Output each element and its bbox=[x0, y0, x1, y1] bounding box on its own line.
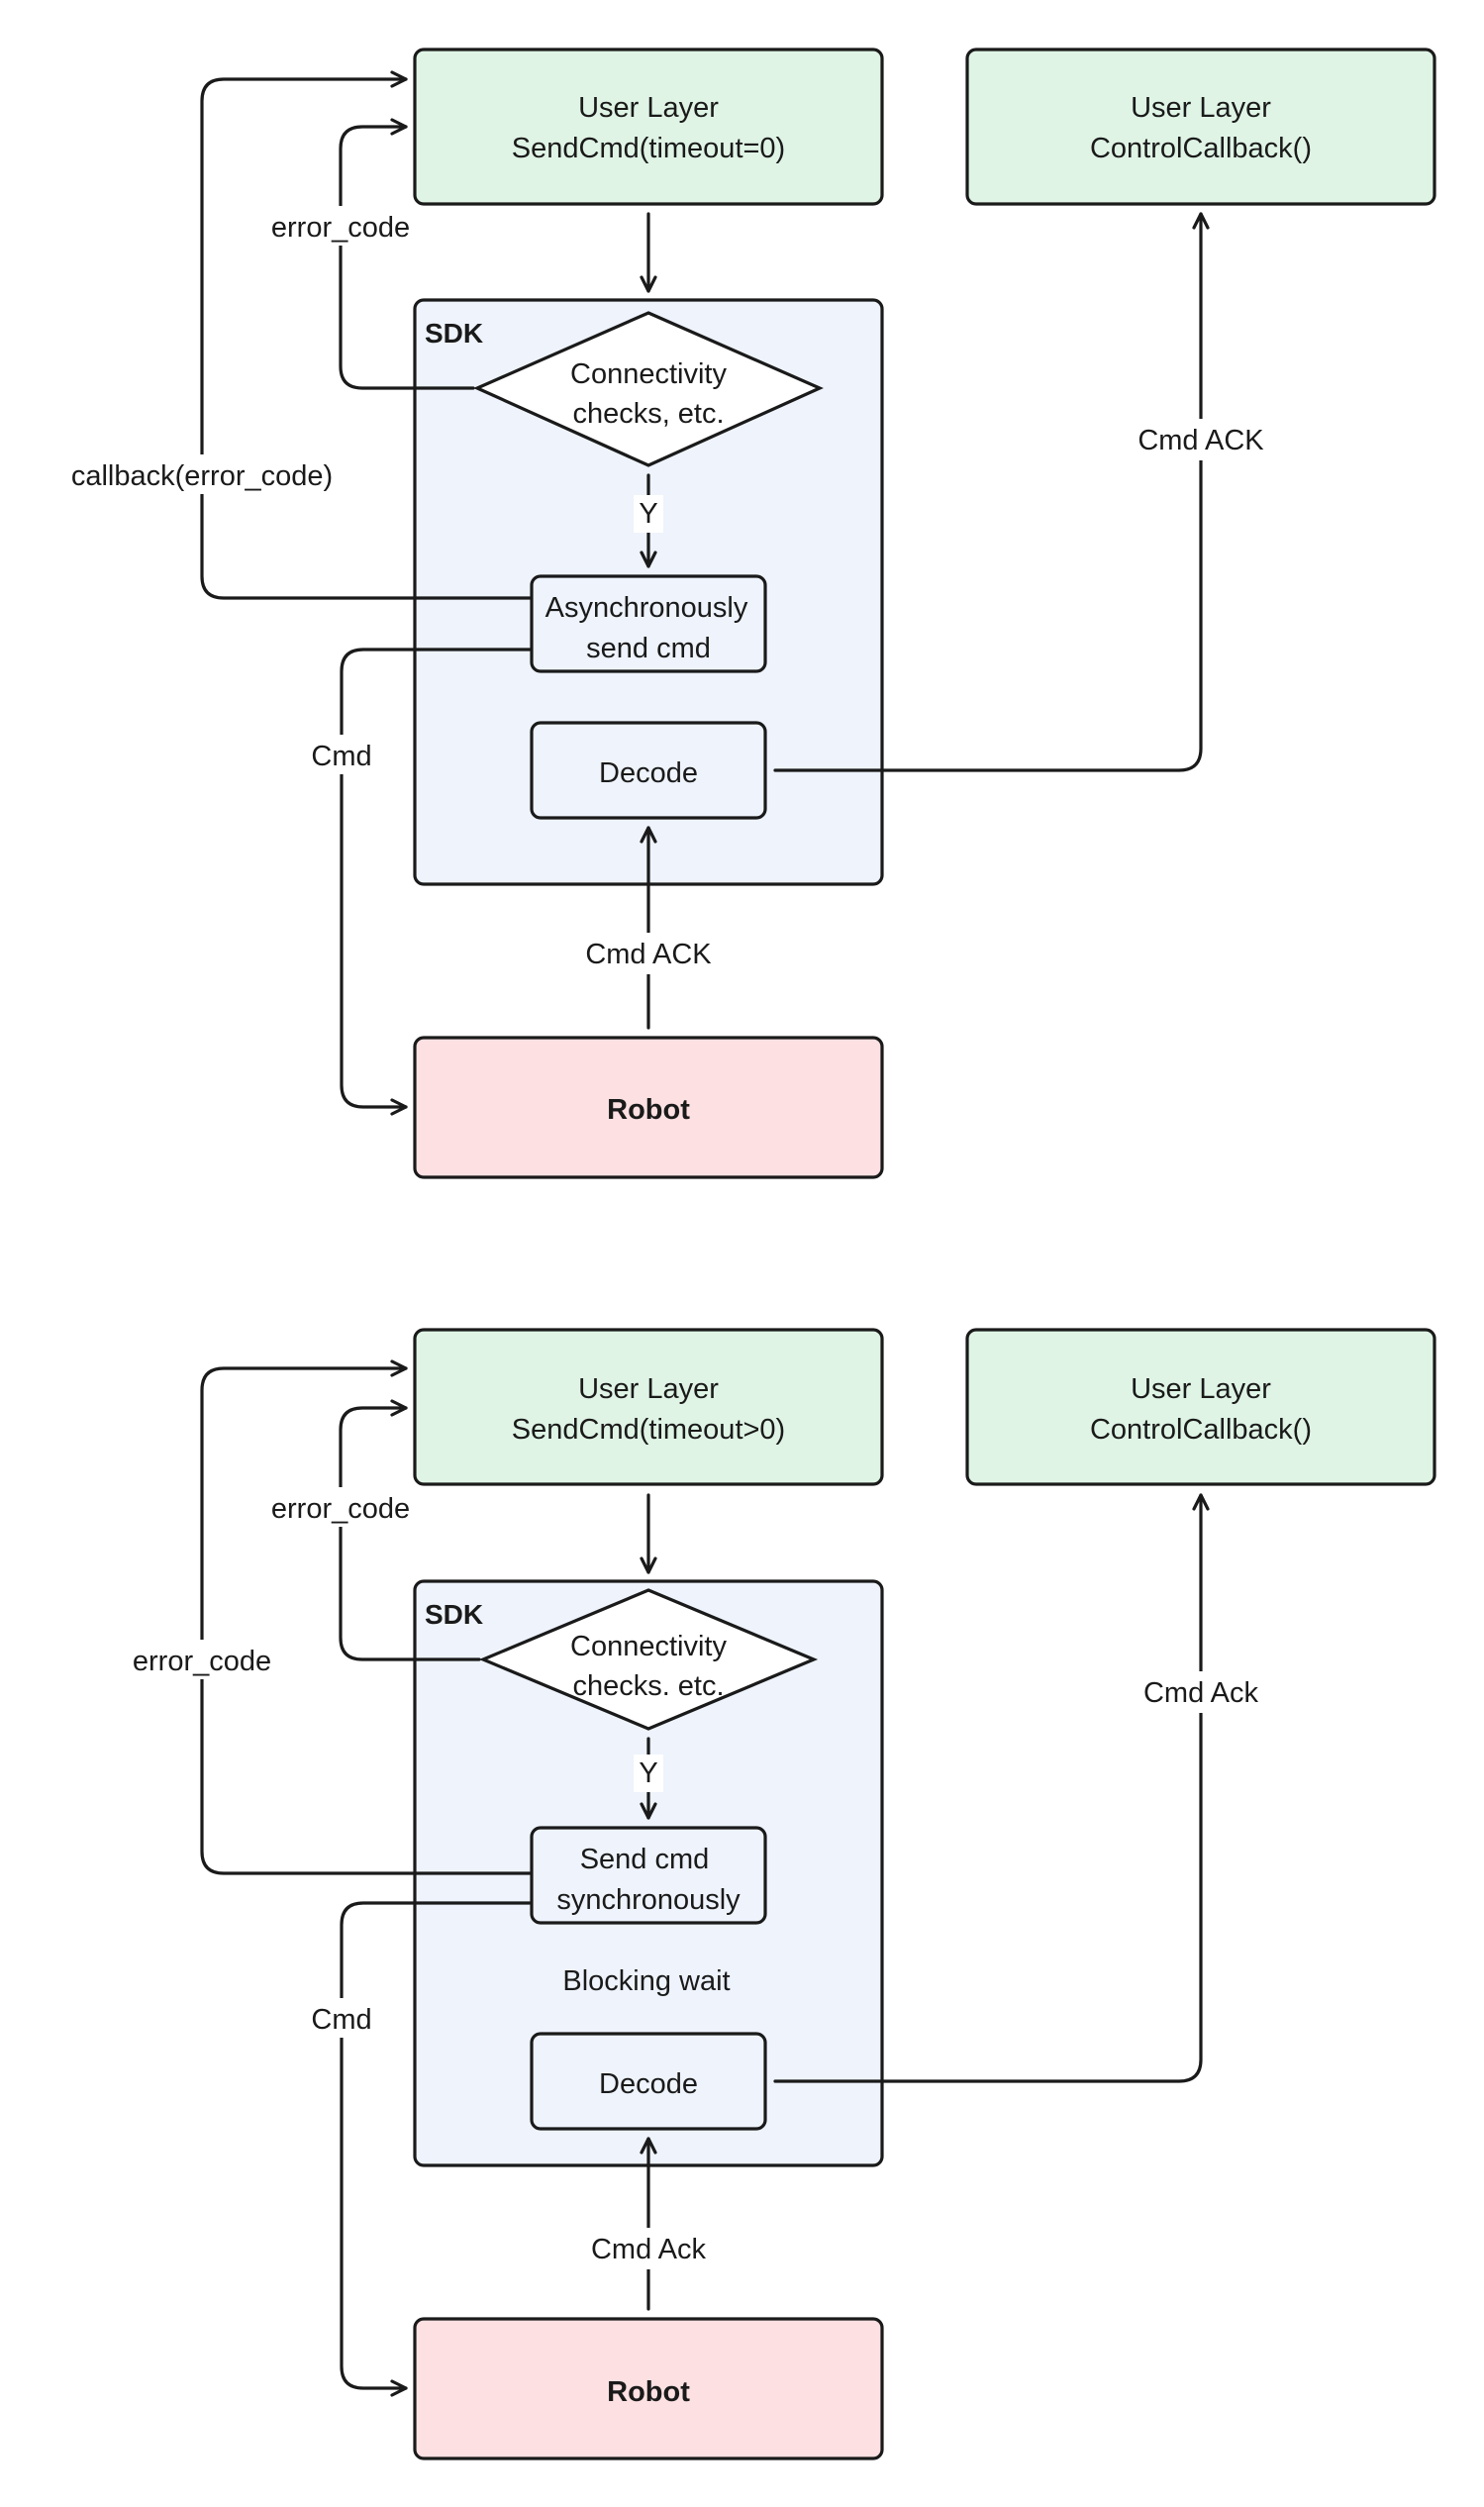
connectivity-check-diamond: Connectivity checks. etc. bbox=[478, 1588, 819, 1731]
edge-decode-to-callback bbox=[773, 212, 1210, 772]
edge-cmd-to-robot bbox=[340, 648, 532, 1116]
robot-label: Robot bbox=[607, 1094, 690, 1126]
sync-send-box: Send cmd synchronously bbox=[530, 1826, 767, 1925]
user-layer-send-box: User Layer SendCmd(timeout>0) bbox=[413, 1328, 884, 1486]
send-line1: Send cmd bbox=[580, 1844, 710, 1875]
decode-label: Decode bbox=[599, 2068, 698, 2100]
cmd-label: Cmd bbox=[311, 2004, 371, 2036]
async-send-box: Asynchronously send cmd bbox=[530, 574, 767, 673]
decode-box: Decode bbox=[530, 721, 767, 820]
yes-label: Y bbox=[639, 498, 657, 530]
blocking-wait-label: Blocking wait bbox=[562, 1965, 730, 1997]
robot-box: Robot bbox=[413, 2317, 884, 2460]
check-line1: Connectivity bbox=[570, 1631, 727, 1662]
edge-error-code bbox=[339, 118, 475, 390]
edge-decode-to-callback bbox=[773, 1493, 1210, 2083]
send-line2: synchronously bbox=[556, 1884, 741, 1916]
robot-box: Robot bbox=[413, 1036, 884, 1179]
decode-box: Decode bbox=[530, 2032, 767, 2131]
cmd-ack-bottom-label: Cmd ACK bbox=[585, 939, 712, 970]
user-layer-callback-box: User Layer ControlCallback() bbox=[965, 1328, 1436, 1486]
edge-callback-error-code bbox=[200, 70, 532, 600]
check-line2: checks, etc. bbox=[572, 398, 724, 430]
callback-label: callback(error_code) bbox=[71, 460, 333, 492]
async-diagram: User Layer SendCmd(timeout=0) User Layer… bbox=[61, 48, 1436, 1179]
cmd-ack-right-label: Cmd ACK bbox=[1138, 425, 1264, 456]
user-layer-title: User Layer bbox=[578, 92, 719, 124]
edge-error-code-inner bbox=[339, 1399, 481, 1661]
connectivity-check-diamond: Connectivity checks, etc. bbox=[473, 311, 824, 467]
robot-label: Robot bbox=[607, 2376, 690, 2408]
cmd-ack-right-label: Cmd Ack bbox=[1143, 1677, 1259, 1709]
send-cmd-call: SendCmd(timeout>0) bbox=[512, 1414, 785, 1446]
edge-cmd-to-robot bbox=[340, 1901, 532, 2397]
sync-diagram: User Layer SendCmd(timeout>0) User Layer… bbox=[129, 1328, 1436, 2460]
check-line1: Connectivity bbox=[570, 358, 727, 390]
send-line2: send cmd bbox=[586, 633, 711, 664]
edge-error-code-outer bbox=[200, 1359, 532, 1875]
cmd-ack-bottom-label: Cmd Ack bbox=[591, 2234, 707, 2265]
user-layer-title: User Layer bbox=[578, 1373, 719, 1405]
error-code-inner-label: error_code bbox=[271, 1493, 410, 1525]
send-cmd-call: SendCmd(timeout=0) bbox=[512, 133, 785, 164]
cmd-label: Cmd bbox=[311, 741, 371, 772]
decode-label: Decode bbox=[599, 757, 698, 789]
send-line1: Asynchronously bbox=[545, 592, 748, 624]
error-code-outer-label: error_code bbox=[133, 1646, 271, 1677]
sdk-label: SDK bbox=[425, 1599, 483, 1630]
yes-label: Y bbox=[639, 1757, 657, 1789]
user-layer-send-box: User Layer SendCmd(timeout=0) bbox=[413, 48, 884, 206]
error-code-label: error_code bbox=[271, 212, 410, 244]
user-layer-title: User Layer bbox=[1131, 1373, 1271, 1405]
user-layer-title: User Layer bbox=[1131, 92, 1271, 124]
control-callback-call: ControlCallback() bbox=[1090, 133, 1312, 164]
check-line2: checks. etc. bbox=[572, 1670, 724, 1702]
user-layer-callback-box: User Layer ControlCallback() bbox=[965, 48, 1436, 206]
control-callback-call: ControlCallback() bbox=[1090, 1414, 1312, 1446]
sdk-label: SDK bbox=[425, 318, 483, 349]
